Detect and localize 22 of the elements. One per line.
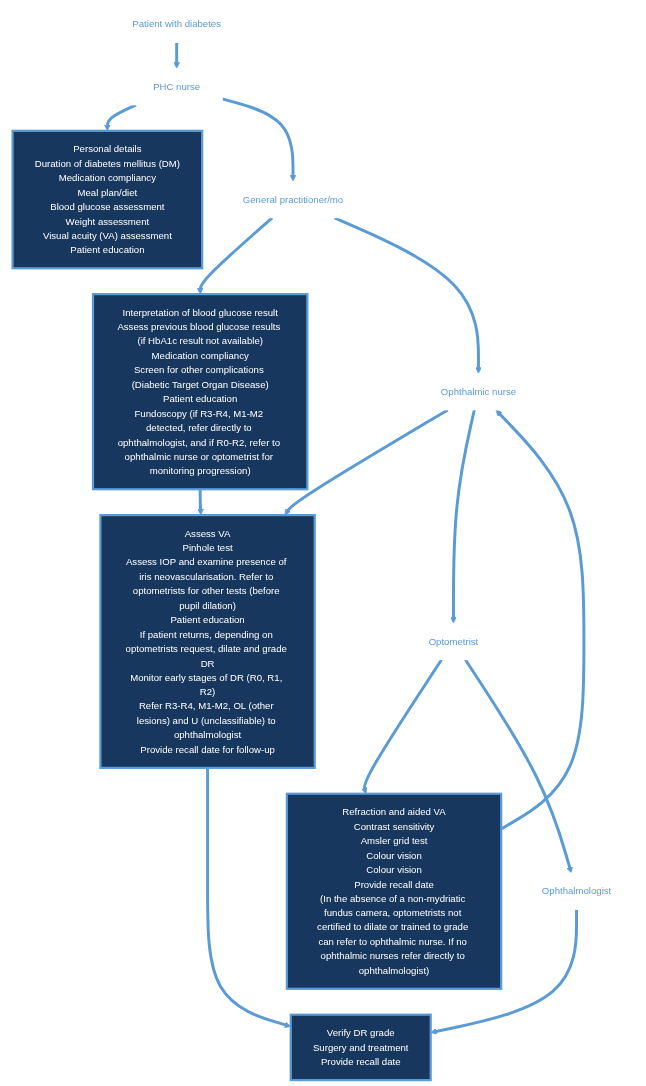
node-text: Ophthalmic nurse	[440, 385, 517, 398]
arrow	[464, 658, 573, 874]
node-text: PHC nurse	[153, 80, 201, 93]
node-box: Verify DR grade Surgery and treatment Provide recall date	[289, 1013, 432, 1082]
node-box: Personal details Duration of diabetes mellitus (DM) Medication compliancy Meal plan/diet Blood glucose assessment Weight assessment Visual acuity (VA) assessment Patient education	[11, 129, 204, 270]
arrow	[196, 216, 274, 295]
arrow	[173, 42, 180, 69]
node-text: General practitioner/mo	[242, 193, 344, 205]
node-text: Ophthalmologist	[541, 885, 612, 897]
arrow	[361, 658, 443, 794]
node-box: Refraction and aided VA Contrast sensitivity Amsler grid test Colour vision Colour vision Provide recall date (In the absence of a non-mydriatic fundus camera, optometrists not certified to dilate or trained to grade can refer to ophthalmic nurse. If no ophthalmic nurses refer directly to ophthalmologist)	[285, 792, 503, 990]
arrow	[495, 409, 586, 831]
node-text: Patient with diabetes	[132, 18, 221, 30]
node-box: Assess VA Pinhole test Assess IOP and examine presence of iris neovascularisation. Refer to optometrists for other tests (before pupil dilation) Patient education If patient returns, depending on optometrists request, dilate and grade DR Monitor early stages of DR (R0, R1, R2) Refer R3-R4, M1-M2, OL (other lesions) and U (unclassifiable) to ophthalmologist Provide recall date for follow-up	[99, 514, 316, 769]
arrow	[430, 909, 578, 1035]
arrow	[284, 408, 449, 516]
arrow	[221, 97, 297, 182]
node-box: Interpretation of blood glucose result Assess previous blood glucose results (if HbA1c result not available) Medication compliancy Screen for other complications (Diabetic Target Organ Disease) Patient education Fundoscopy (if R3-R4, M1-M2 detected, refer directly to ophthalmologist, and if R0-R2, refer to ophthalmic nurse or optometrist for monitoring progression)	[91, 293, 309, 491]
node-text: Optometrist	[428, 635, 479, 647]
arrow	[333, 216, 482, 374]
arrow	[197, 489, 204, 516]
arrow	[450, 409, 476, 624]
